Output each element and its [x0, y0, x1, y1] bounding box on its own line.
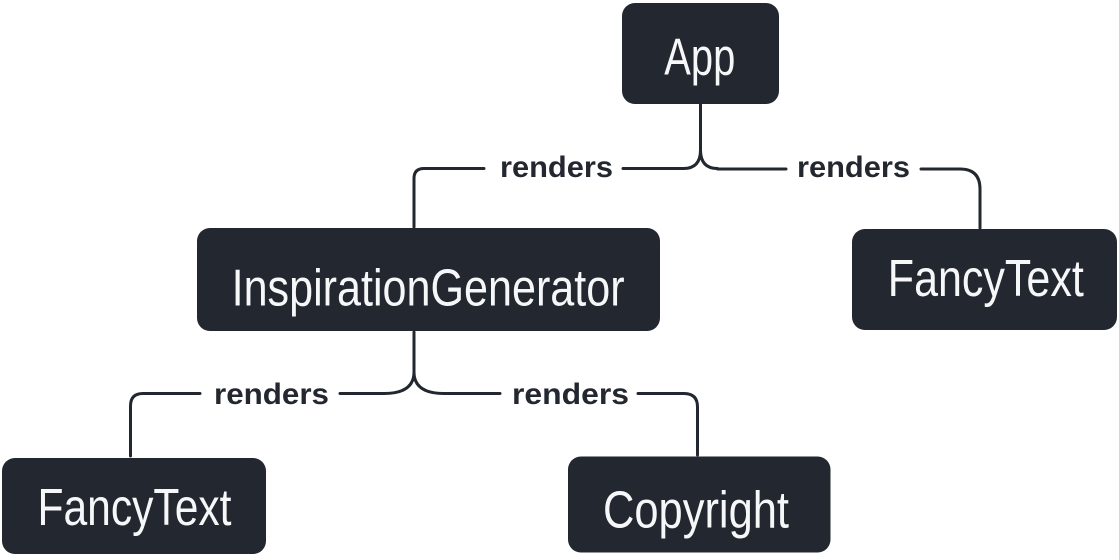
svg-text:FancyText: FancyText: [888, 250, 1084, 308]
svg-text:renders: renders: [797, 151, 910, 184]
svg-text:renders: renders: [214, 378, 329, 411]
svg-text:renders: renders: [512, 378, 629, 411]
svg-text:InspirationGenerator: InspirationGenerator: [232, 259, 625, 317]
svg-text:Copyright: Copyright: [603, 482, 789, 540]
svg-text:FancyText: FancyText: [38, 479, 232, 537]
svg-text:App: App: [664, 29, 735, 87]
svg-text:renders: renders: [500, 151, 613, 184]
